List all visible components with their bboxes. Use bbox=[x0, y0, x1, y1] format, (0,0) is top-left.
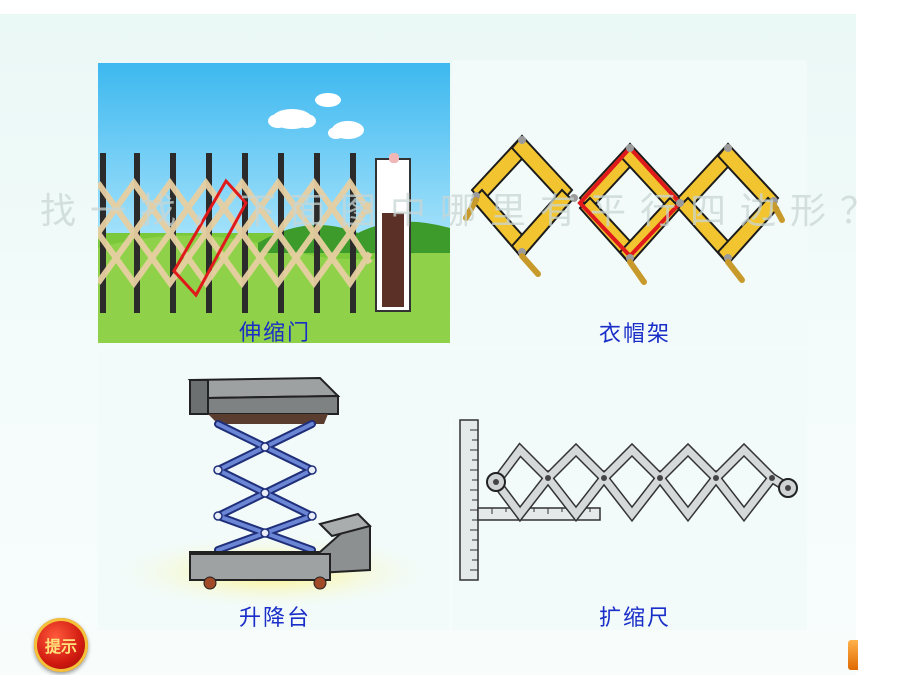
lift-platform-illustration bbox=[103, 376, 443, 612]
hat-rack-illustration bbox=[463, 134, 785, 285]
telescopic-gate-illustration bbox=[98, 63, 450, 343]
pantograph-ruler-illustration bbox=[459, 419, 798, 581]
caption-pantograph-ruler: 扩缩尺 bbox=[599, 606, 672, 631]
caption-telescopic-gate: 伸缩门 bbox=[239, 321, 312, 343]
next-arrow-button[interactable] bbox=[848, 640, 858, 670]
caption-lift-platform: 升降台 bbox=[239, 606, 312, 631]
panel-pantograph-ruler: 扩缩尺 bbox=[452, 350, 807, 631]
panel-hat-rack: 衣帽架 bbox=[452, 60, 807, 347]
panel-telescopic-gate: 伸缩门 bbox=[98, 63, 450, 343]
question-text: 找一找，下面图中哪里有平行四边形？ bbox=[40, 191, 891, 232]
hint-button[interactable]: 提示 bbox=[34, 618, 88, 672]
caption-hat-rack: 衣帽架 bbox=[599, 322, 672, 347]
gate-highlight-parallelogram bbox=[172, 178, 248, 298]
panel-lift-platform: 升降台 bbox=[98, 350, 450, 631]
